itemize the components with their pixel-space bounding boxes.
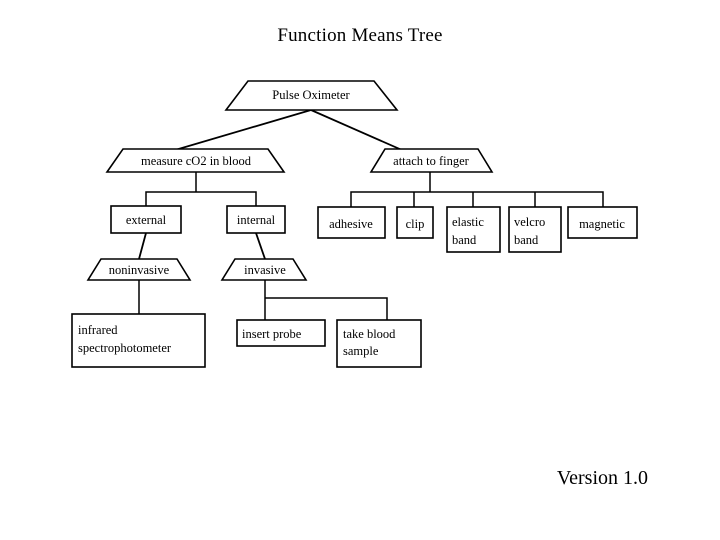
trapezoid-shape bbox=[224, 80, 399, 111]
node-velcro-band[interactable]: velcro band bbox=[508, 206, 562, 253]
version-label: Version 1.0 bbox=[556, 467, 648, 489]
node-take-blood-sample[interactable]: take blood sample bbox=[336, 319, 422, 368]
edge-internal-to-invasive bbox=[254, 231, 267, 261]
node-label-line-1: infrared bbox=[78, 323, 118, 337]
node-noninvasive[interactable]: noninvasive bbox=[86, 258, 192, 281]
node-label-line-2: band bbox=[514, 233, 539, 247]
node-label-line-1: velcro bbox=[514, 215, 545, 229]
node-attach-to-finger[interactable]: attach to finger bbox=[369, 148, 494, 173]
node-label: adhesive bbox=[329, 217, 373, 231]
node-magnetic[interactable]: magnetic bbox=[567, 206, 638, 239]
node-label-line-2: spectrophotometer bbox=[78, 341, 172, 355]
edge-measure-co2-bus bbox=[145, 171, 257, 207]
node-invasive[interactable]: invasive bbox=[220, 258, 308, 281]
trapezoid-shape bbox=[220, 258, 308, 281]
node-label-line-2: band bbox=[452, 233, 477, 247]
page-title: Function Means Tree bbox=[277, 25, 443, 46]
trapezoid-shape bbox=[105, 148, 286, 173]
node-adhesive[interactable]: adhesive bbox=[317, 206, 386, 239]
edge-external-to-noninvasive bbox=[137, 231, 148, 261]
rectangle-shape bbox=[236, 319, 326, 347]
node-label-line-1: elastic bbox=[452, 215, 484, 229]
node-label: invasive bbox=[244, 263, 286, 277]
node-elastic-band[interactable]: elastic band bbox=[446, 206, 501, 253]
node-label: external bbox=[126, 213, 167, 227]
rectangle-shape bbox=[508, 206, 562, 253]
node-label-line-1: take blood bbox=[343, 327, 396, 341]
rectangle-shape bbox=[336, 319, 422, 368]
node-clip[interactable]: clip bbox=[396, 206, 434, 239]
rectangle-shape bbox=[567, 206, 638, 239]
edge-attach-finger-bus bbox=[350, 171, 604, 208]
rectangle-shape bbox=[446, 206, 501, 253]
rectangle-shape bbox=[396, 206, 434, 239]
node-internal[interactable]: internal bbox=[226, 205, 286, 234]
edge-invasive-bus bbox=[264, 279, 388, 321]
node-label: clip bbox=[406, 217, 425, 231]
rectangle-shape bbox=[226, 205, 286, 234]
node-measure-co2-in-blood[interactable]: measure cO2 in blood bbox=[105, 148, 286, 173]
node-label: noninvasive bbox=[109, 263, 170, 277]
rectangle-shape bbox=[110, 205, 182, 234]
node-label: internal bbox=[237, 213, 276, 227]
node-infrared-spectrophotometer[interactable]: infrared spectrophotometer bbox=[71, 313, 206, 368]
node-insert-probe[interactable]: insert probe bbox=[236, 319, 326, 347]
trapezoid-shape bbox=[86, 258, 192, 281]
node-external[interactable]: external bbox=[110, 205, 182, 234]
node-label: magnetic bbox=[579, 217, 625, 231]
rectangle-shape bbox=[317, 206, 386, 239]
node-pulse-oximeter[interactable]: Pulse Oximeter bbox=[224, 80, 399, 111]
node-label: measure cO2 in blood bbox=[141, 154, 252, 168]
trapezoid-shape bbox=[369, 148, 494, 173]
rectangle-shape bbox=[71, 313, 206, 368]
node-label: attach to finger bbox=[393, 154, 469, 168]
node-label-line-2: sample bbox=[343, 344, 379, 358]
node-label: insert probe bbox=[242, 327, 302, 341]
node-label: Pulse Oximeter bbox=[272, 88, 350, 102]
